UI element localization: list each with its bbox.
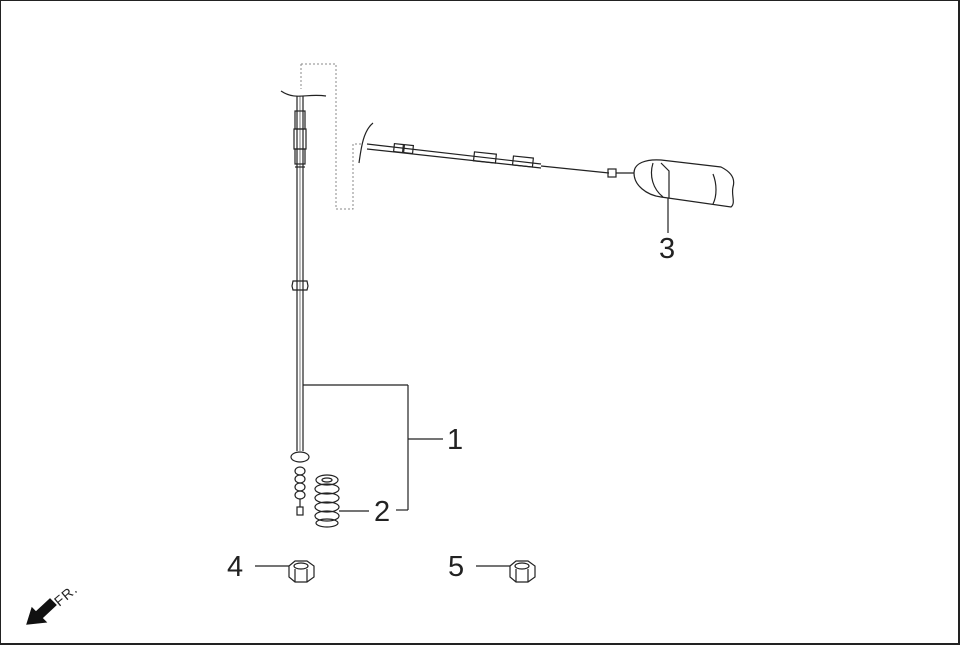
rubber-boot [314, 474, 369, 528]
dotted-reference-outline [300, 63, 363, 210]
front-direction-arrow-icon [26, 598, 57, 625]
callout-4: 4 [227, 551, 244, 583]
cable-horizontal [358, 122, 634, 178]
nut-4 [255, 560, 315, 583]
cable-vertical [280, 90, 443, 516]
callout-1: 1 [447, 424, 464, 456]
callout-3: 3 [659, 233, 676, 265]
callout-5: 5 [448, 551, 465, 583]
nut-5 [476, 560, 536, 583]
callout-2: 2 [374, 496, 391, 528]
lever-cover [633, 159, 735, 233]
